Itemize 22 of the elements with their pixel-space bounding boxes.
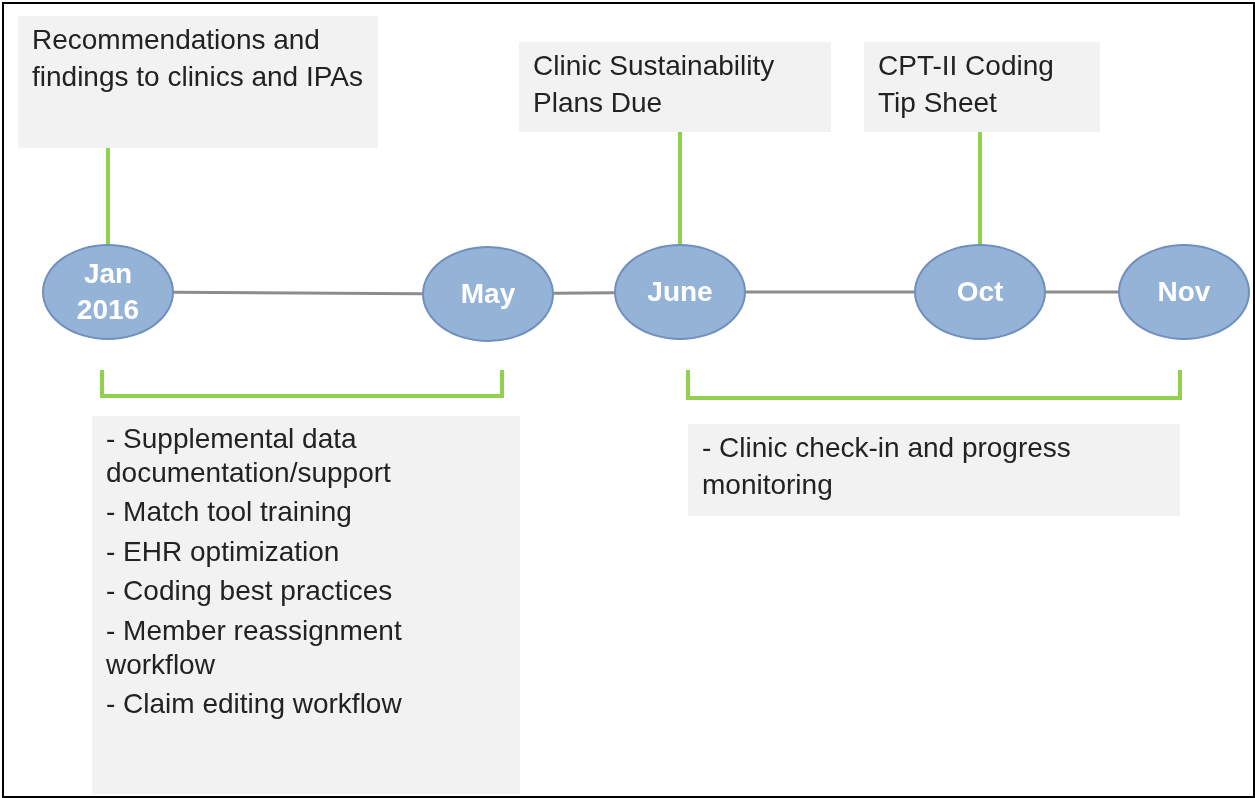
leader-line xyxy=(678,132,682,244)
list-item-text: - Member reassignment workflow xyxy=(106,613,403,682)
list-item-text: - Coding best practices xyxy=(106,574,394,608)
callout-box: Clinic Sustainability Plans Due xyxy=(519,42,831,132)
timeline-connector xyxy=(746,290,914,294)
month-ellipse: Nov xyxy=(1118,244,1250,340)
list-item-text: - Claim editing workflow xyxy=(106,687,403,721)
list-item-text: - Match tool training xyxy=(106,495,353,529)
leader-line xyxy=(106,148,110,244)
activity-list-box: - Clinic check-in and progress monitoring xyxy=(688,424,1180,516)
month-ellipse: June xyxy=(614,244,746,340)
leader-line xyxy=(978,132,982,244)
callout-box: Recommendations and findings to clinics and IPAs xyxy=(18,16,378,148)
month-ellipse: Oct xyxy=(914,244,1046,340)
timeline-connector xyxy=(1046,290,1118,294)
timeline-connector xyxy=(553,291,615,295)
list-item-text: - Supplemental data documentation/support xyxy=(106,422,392,490)
callout-box: CPT-II Coding Tip Sheet xyxy=(864,42,1100,132)
month-ellipse: May xyxy=(422,246,554,342)
timeline-connector xyxy=(174,290,422,296)
month-ellipse: Jan 2016 xyxy=(42,244,174,340)
list-item-text: - EHR optimization xyxy=(106,534,341,569)
